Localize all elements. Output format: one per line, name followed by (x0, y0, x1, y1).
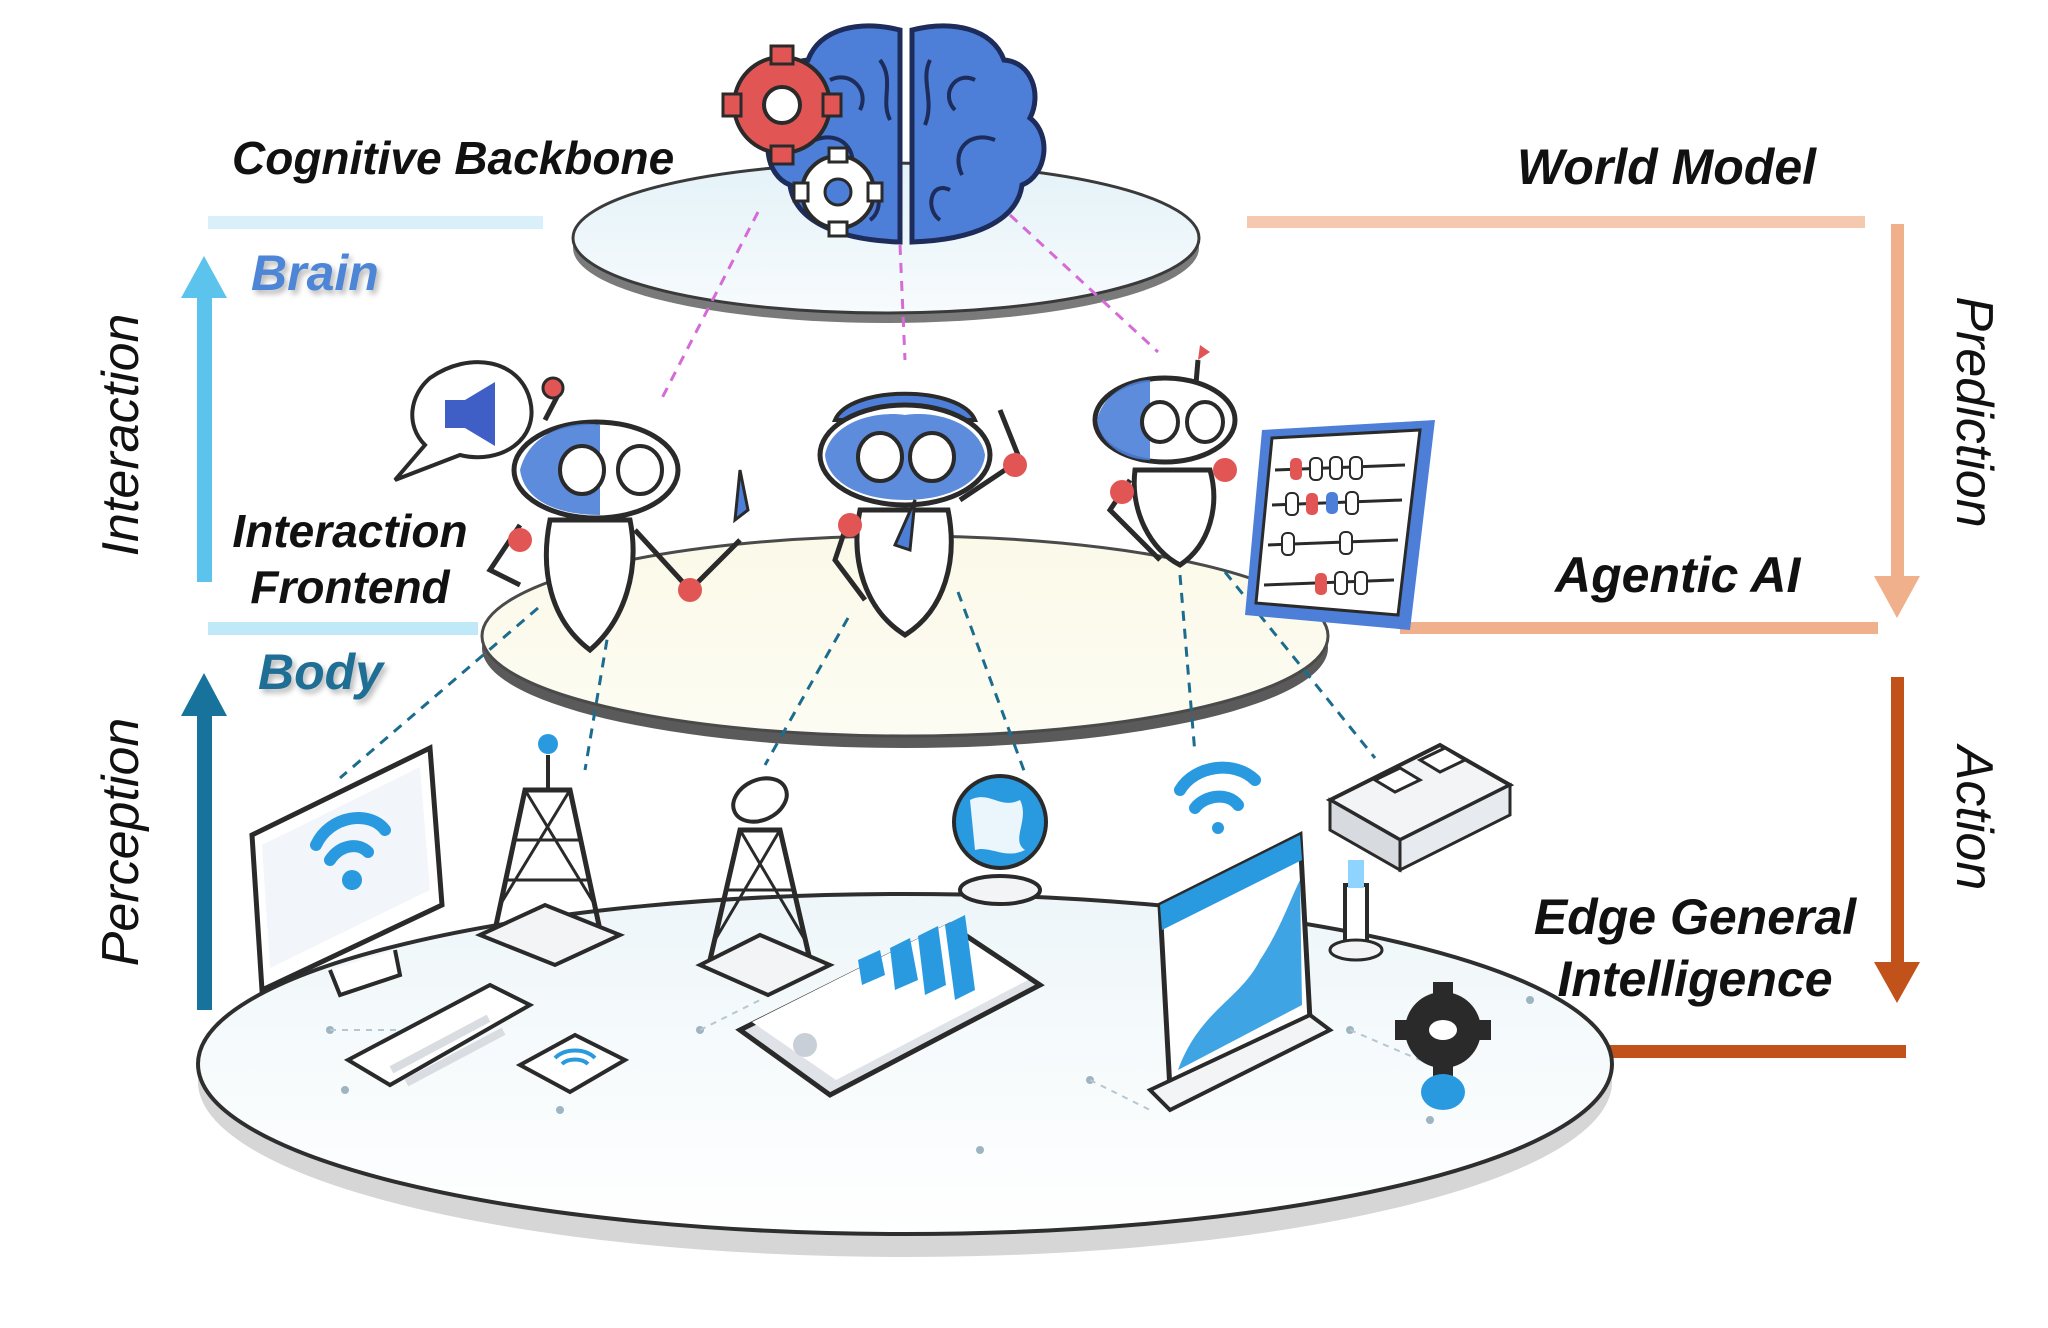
axis-label-interaction: Interaction (92, 314, 150, 557)
edge-general-line2: Intelligence (1557, 951, 1833, 1007)
world-model-label: World Model (1517, 139, 1817, 195)
abacus-icon (1245, 420, 1435, 630)
gear-icon (1395, 982, 1491, 1110)
globe-icon (952, 774, 1048, 906)
gear-icon (792, 146, 884, 238)
dashboard-panel-icon (1146, 831, 1334, 1113)
satellite-dish-icon (695, 776, 835, 998)
perception-arrow (181, 673, 227, 1010)
action-arrow (1874, 677, 1920, 1003)
robot-abacus-icon (1092, 345, 1238, 568)
keyboard-icon (343, 982, 535, 1088)
robot-arm-icon (1328, 860, 1384, 962)
interaction-frontend-line1: Interaction (232, 505, 468, 557)
robot-icon (486, 376, 750, 654)
brain-label: Brain (251, 245, 379, 301)
world-model-bracket (1247, 216, 1920, 618)
robot-thinking-icon (817, 391, 1027, 638)
smartphone-chart-icon (735, 915, 1045, 1098)
body-label: Body (258, 644, 383, 700)
radio-tower-icon (474, 734, 626, 968)
cognitive-backbone-label: Cognitive Backbone (232, 132, 675, 184)
agentic-ai-label: Agentic AI (1555, 547, 1801, 603)
monitor-wifi-icon (249, 744, 445, 998)
axis-label-perception: Perception (92, 718, 150, 967)
conveyor-icon (1325, 742, 1515, 873)
wifi-icon (1174, 761, 1261, 834)
axis-label-action: Action (1945, 743, 2003, 891)
body-divider (208, 622, 478, 635)
brain-to-agents-links (658, 211, 1160, 403)
interaction-frontend-label: Interaction Frontend (220, 503, 480, 615)
router-icon (515, 1032, 630, 1095)
interaction-frontend-line2: Frontend (250, 561, 450, 613)
axis-label-prediction: Prediction (1945, 296, 2003, 527)
speaker-bubble-icon (393, 360, 534, 482)
gear-icon (721, 44, 843, 166)
interaction-arrow (181, 256, 227, 582)
edge-divider (1600, 1045, 1906, 1058)
agentic-divider (1400, 622, 1878, 634)
edge-general-line1: Edge General (1533, 889, 1857, 945)
brain-divider (208, 216, 543, 229)
edge-general-intelligence-label: Edge General Intelligence (1505, 886, 1885, 1010)
